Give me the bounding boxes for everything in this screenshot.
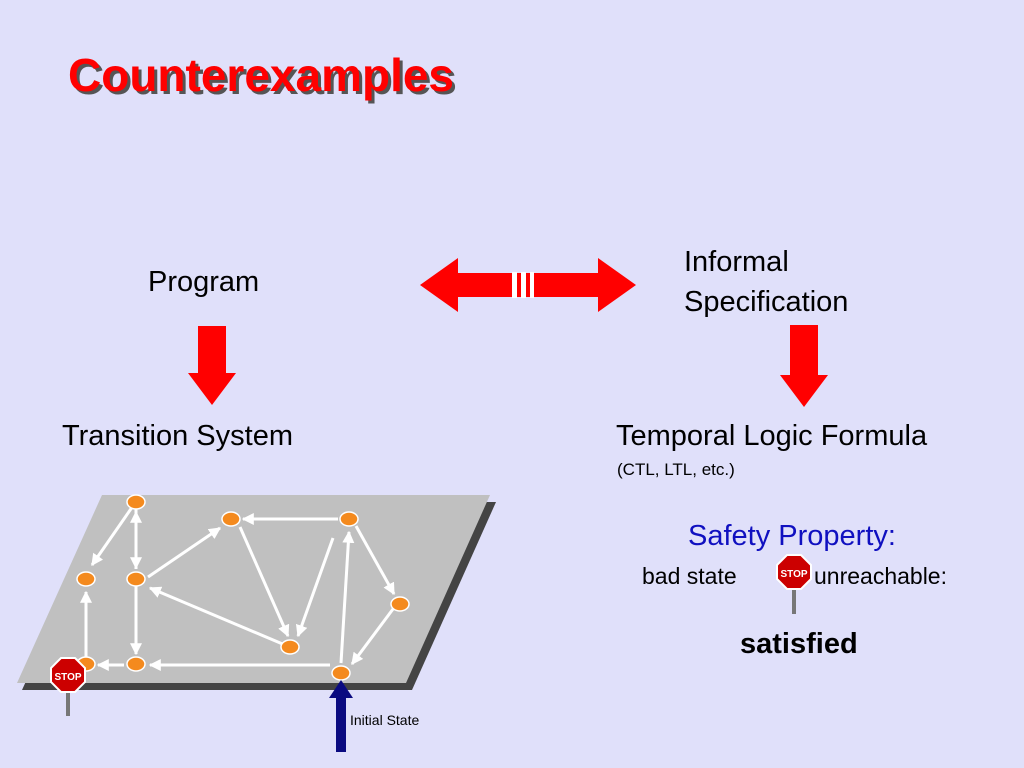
program-down-arrow — [188, 326, 236, 405]
transition-system-label: Transition System — [62, 420, 293, 452]
initial-state-node — [331, 665, 351, 681]
state-node — [126, 494, 146, 510]
safety-property-heading: Safety Property: — [688, 520, 896, 552]
state-node — [221, 511, 241, 527]
state-node — [280, 639, 300, 655]
temporal-logic-formula-label: Temporal Logic Formula — [616, 420, 928, 452]
initial-state-label: Initial State — [350, 712, 420, 728]
bad-state-text: bad state — [642, 563, 737, 589]
equivalence-double-arrow — [420, 258, 636, 312]
state-node — [339, 511, 359, 527]
stop-sign-text: STOP — [780, 569, 807, 580]
state-node — [390, 596, 410, 612]
informal-spec-line-2: Specification — [684, 286, 849, 318]
spec-down-arrow — [780, 325, 828, 407]
stop-sign-icon: STOP — [776, 554, 812, 614]
stop-sign-icon: STOP — [50, 657, 86, 716]
informal-spec-line-1: Informal — [684, 246, 789, 278]
program-label: Program — [148, 266, 260, 298]
informal-specification-label: Informal Specification — [684, 242, 848, 322]
state-node — [126, 571, 146, 587]
stop-sign-text: STOP — [54, 672, 81, 683]
unreachable-text: unreachable: — [814, 563, 947, 589]
state-node — [126, 656, 146, 672]
slide-title: Counterexamples — [68, 49, 455, 101]
initial-state-arrow — [329, 680, 353, 752]
temporal-logic-examples: (CTL, LTL, etc.) — [617, 460, 735, 479]
state-node — [76, 571, 96, 587]
satisfied-result: satisfied — [740, 628, 858, 660]
transition-edges — [80, 502, 396, 671]
